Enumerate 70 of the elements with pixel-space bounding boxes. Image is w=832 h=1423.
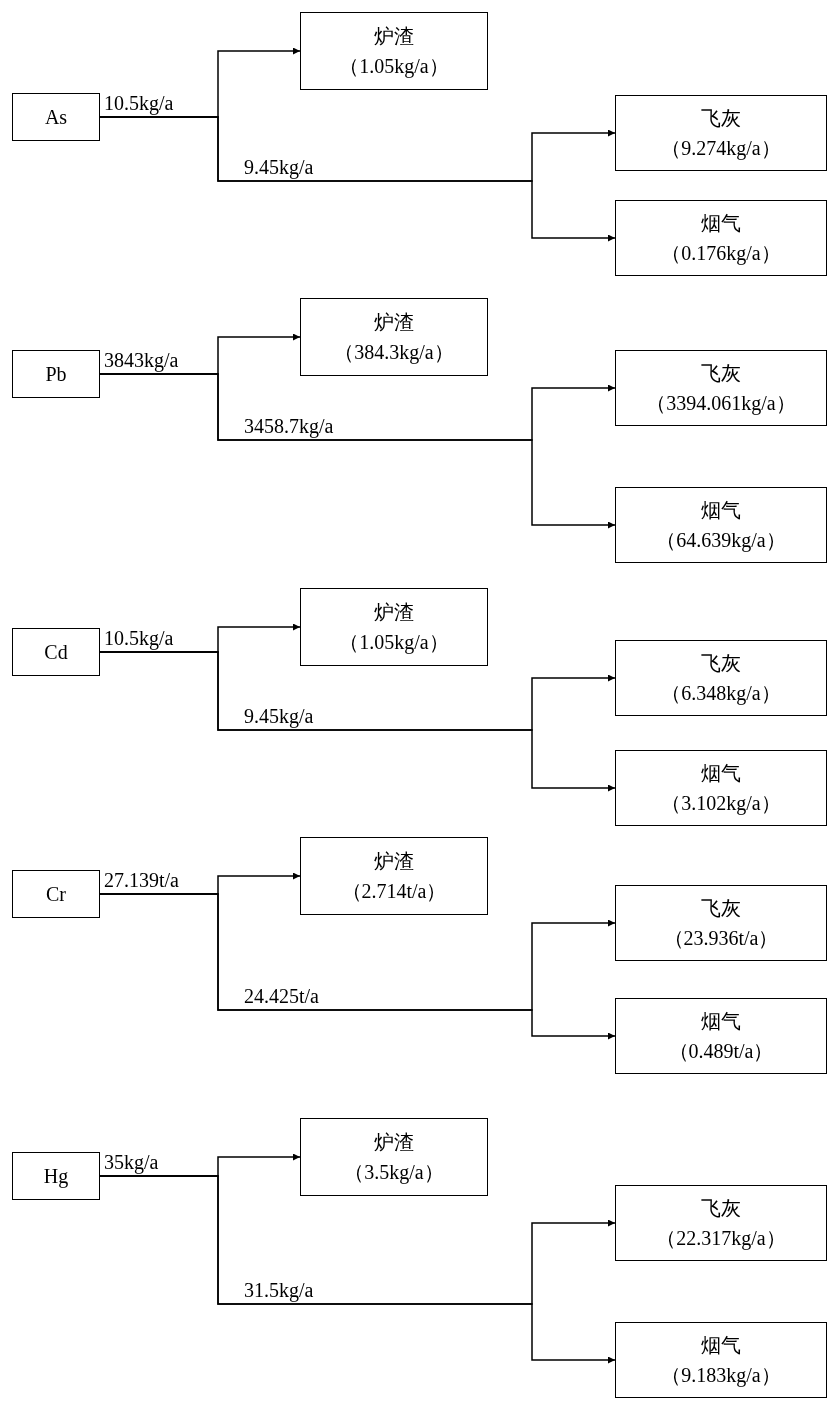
- box-value: （6.348kg/a）: [661, 681, 781, 707]
- process-box: [12, 1152, 100, 1200]
- box-value: （23.936t/a）: [663, 926, 779, 951]
- box-value: （0.176kg/a）: [661, 241, 781, 267]
- process-box: [615, 750, 827, 826]
- box-heading: 飞灰: [701, 1196, 741, 1221]
- arrow: [99, 373, 616, 529]
- box-value: （9.274kg/a）: [661, 136, 781, 162]
- flow-label: 9.45kg/a: [244, 156, 314, 178]
- box-heading: 烟气: [701, 211, 741, 236]
- arrow: [99, 1175, 616, 1364]
- process-box: [615, 885, 827, 961]
- process-box: [615, 95, 827, 171]
- process-box: [615, 1322, 827, 1398]
- box-value: （3.102kg/a）: [661, 791, 781, 817]
- box-value: （9.183kg/a）: [661, 1363, 781, 1389]
- process-box: [12, 93, 100, 141]
- arrow: [99, 893, 616, 1040]
- flow-label: 10.5kg/a: [104, 92, 174, 114]
- box-label: Cr: [46, 882, 66, 907]
- box-heading: 飞灰: [701, 651, 741, 676]
- box-heading: 烟气: [701, 498, 741, 523]
- process-box: [300, 1118, 488, 1196]
- box-heading: 炉渣: [374, 1130, 414, 1155]
- box-heading: 炉渣: [374, 600, 414, 625]
- flow-label: 3458.7kg/a: [244, 415, 334, 437]
- flow-label: 10.5kg/a: [104, 627, 174, 649]
- box-value: （0.489t/a）: [668, 1039, 774, 1064]
- box-label: Cd: [44, 640, 68, 665]
- box-heading: 炉渣: [374, 24, 414, 49]
- box-heading: 烟气: [701, 761, 741, 786]
- box-value: （3.5kg/a）: [344, 1160, 444, 1186]
- box-heading: 烟气: [701, 1333, 741, 1358]
- process-box: [12, 350, 100, 398]
- box-label: As: [44, 105, 68, 130]
- process-box: [300, 298, 488, 376]
- box-heading: 飞灰: [701, 106, 741, 131]
- box-value: （2.714t/a）: [341, 879, 447, 904]
- process-box: [615, 487, 827, 563]
- process-box: [615, 200, 827, 276]
- box-label: Pb: [45, 362, 67, 387]
- flow-label: 31.5kg/a: [244, 1279, 314, 1301]
- box-value: （22.317kg/a）: [656, 1226, 786, 1252]
- flow-label: 3843kg/a: [104, 349, 179, 371]
- process-box: [615, 640, 827, 716]
- box-value: （1.05kg/a）: [339, 54, 449, 80]
- process-box: [12, 628, 100, 676]
- box-heading: 炉渣: [374, 849, 414, 874]
- flow-label: 27.139t/a: [104, 869, 179, 891]
- box-heading: 烟气: [701, 1009, 741, 1034]
- process-box: [300, 588, 488, 666]
- box-value: （384.3kg/a）: [334, 340, 454, 366]
- box-heading: 炉渣: [374, 310, 414, 335]
- box-value: （1.05kg/a）: [339, 630, 449, 656]
- process-box: [12, 870, 100, 918]
- flow-label: 35kg/a: [104, 1151, 159, 1173]
- box-label: Hg: [43, 1164, 69, 1190]
- arrow: [99, 651, 616, 792]
- process-box: [300, 837, 488, 915]
- process-box: [615, 1185, 827, 1261]
- box-heading: 飞灰: [701, 896, 741, 921]
- box-value: （64.639kg/a）: [656, 528, 786, 554]
- process-box: [615, 998, 827, 1074]
- process-box: [300, 12, 488, 90]
- flow-label: 9.45kg/a: [244, 705, 314, 727]
- box-heading: 飞灰: [701, 361, 741, 386]
- flow-label: 24.425t/a: [244, 985, 319, 1007]
- process-box: [615, 350, 827, 426]
- box-value: （3394.061kg/a）: [646, 391, 796, 417]
- arrow: [99, 116, 616, 242]
